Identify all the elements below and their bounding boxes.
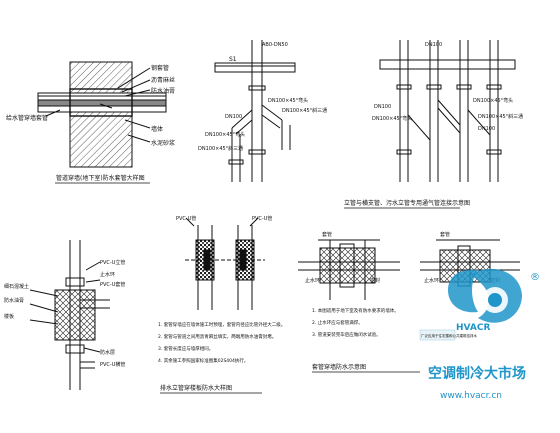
sleeve-b-label-1: 止水环 <box>424 277 439 284</box>
note-2: 3. 套管长度应与墙厚相同。 <box>158 345 213 352</box>
a-note-0: 1. 本图适用于地下室及有防水要求的墙体。 <box>312 307 399 314</box>
branch-left-dim-1: DN100×45°斜三通 <box>282 107 327 114</box>
caption-wall: 管道穿墙(地下室)防水套管大样图 <box>56 174 145 182</box>
registered-mark: ® <box>530 272 540 283</box>
branch-left-s: S1 <box>229 56 237 63</box>
slab-label-4: 防水油膏 <box>4 297 24 304</box>
wall-sleeve-detail <box>37 61 167 168</box>
slab-riser-detail <box>29 240 110 390</box>
caption-sleeve: 套管穿墙防水示意图 <box>312 363 366 371</box>
branch-left-detail <box>214 40 296 182</box>
branch-left-dim-2: DN100 <box>225 114 242 120</box>
slab-label-3: 细石混凝土 <box>4 283 29 290</box>
a-note-2: 3. 管道安装完毕后应做闭水试验。 <box>312 331 381 338</box>
branch-right-top: DN100 <box>425 42 442 48</box>
sleeve-a-label-0: 套管 <box>322 231 332 238</box>
brand-url: www.hvacr.cn <box>440 391 502 401</box>
slab-label-0: PVC-U立管 <box>100 259 125 266</box>
sleeve-b-label-0: 套管 <box>440 231 450 238</box>
slab-label-1: 止水环 <box>100 271 115 278</box>
sleeve-a-label-2: 密封 <box>370 277 380 284</box>
caption-branch: 立管与横支管、污水立管专用通气管连接示意图 <box>344 199 470 207</box>
side-strip-text: 广泛应用于住宅楼和公共建筑给排水 <box>421 333 477 338</box>
brand-cn: 空调制冷大市场 <box>428 365 526 382</box>
slab-label-2: PVC-U套管 <box>100 281 125 288</box>
wall-label-filler1: 沥青麻丝 <box>151 76 175 84</box>
branch-left-dim-3: DN100×45°弯头 <box>205 131 245 138</box>
wall-label-pipe: 给水管穿墙套管 <box>6 114 48 122</box>
center-sleeve-detail <box>185 217 265 310</box>
caption-slab: 排水立管穿楼板防水大样图 <box>160 384 232 392</box>
note-0: 1. 套管穿墙应在墙体施工时预埋，套管内径应比管外径大二级。 <box>158 321 285 328</box>
note-3: 4. 其余施工参照国家标准图集02S404执行。 <box>158 357 248 364</box>
branch-right-dim-0: DN100×45°弯头 <box>473 97 513 104</box>
branch-right-detail <box>379 40 516 182</box>
branch-left-dim-4: DN100×45°斜三通 <box>198 145 243 152</box>
note-1: 2. 套管与管道之间用沥青麻丝填实，两端用防水油膏封堵。 <box>158 333 276 340</box>
a-note-1: 2. 止水环应与套管满焊。 <box>312 319 363 326</box>
branch-right-dim-3: DN100×45°斜三通 <box>478 113 523 120</box>
center-sleeve-left: PVC-U管 <box>176 215 196 222</box>
wall-label-mortar: 水泥砂浆 <box>151 139 175 147</box>
slab-label-6: 防水层 <box>100 349 115 356</box>
sleeve-detail-a <box>298 239 400 300</box>
branch-right-dim-4: DN100 <box>478 126 495 132</box>
branch-left-dim-0: DN100×45°弯头 <box>268 97 308 104</box>
wall-label-sleeve: 钢套管 <box>151 64 169 72</box>
center-sleeve-right: PVC-U管 <box>252 215 272 222</box>
slab-label-7: PVC-U横管 <box>100 361 125 368</box>
wall-hatch <box>69 61 133 168</box>
wall-label-wall: 墙体 <box>151 125 163 133</box>
logo-text: HVACR <box>456 323 490 333</box>
slab-label-5: 楼板 <box>4 313 14 320</box>
sleeve-a-label-1: 止水环 <box>305 277 320 284</box>
side-strip <box>419 329 456 341</box>
wall-label-filler2: 防水油膏 <box>151 87 175 95</box>
branch-right-dim-1: DN100 <box>374 104 391 110</box>
branch-right-dim-2: DN100×45°弯头 <box>372 115 412 122</box>
branch-left-top: AB0-DN50 <box>262 42 288 48</box>
watermark-logo <box>448 268 522 323</box>
